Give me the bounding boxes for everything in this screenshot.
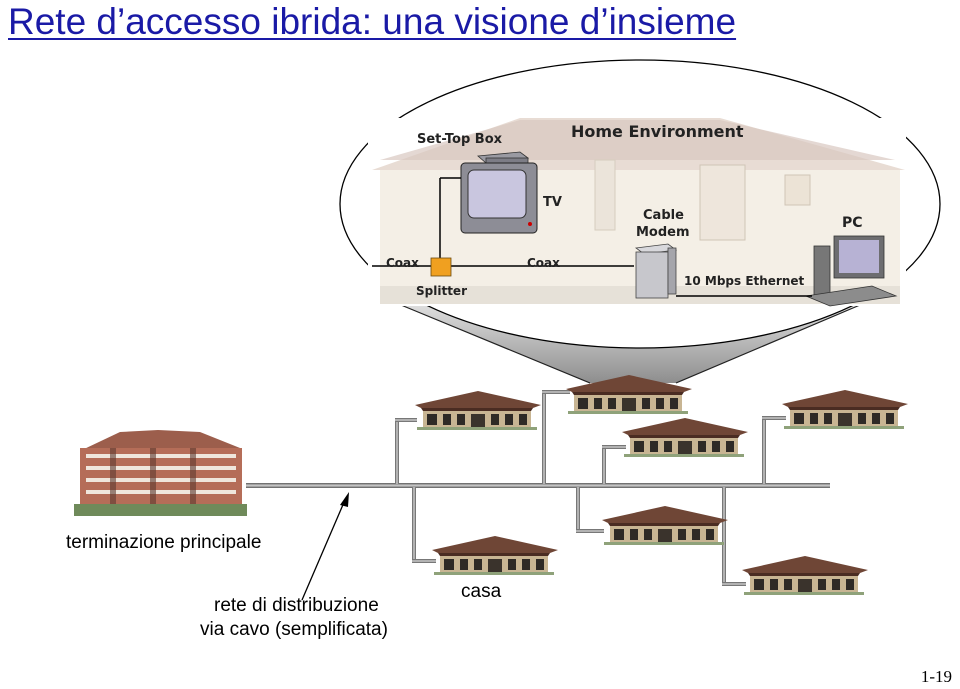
house-icon: [742, 556, 868, 595]
headend-building-icon: [74, 428, 247, 516]
tv-icon: [460, 162, 538, 234]
house-icon: [602, 506, 728, 545]
ethernet-label: 10 Mbps Ethernet: [684, 274, 805, 288]
house-icon: [622, 418, 748, 457]
home-label: casa: [461, 581, 502, 602]
home-environment-bubble: [339, 59, 941, 349]
tv-label: TV: [543, 195, 562, 210]
cable-modem-icon: [634, 243, 678, 299]
coax-right-label: Coax: [527, 256, 560, 270]
headend-label: terminazione principale: [66, 532, 262, 553]
home-environment-heading: Home Environment: [571, 122, 744, 141]
cable-modem-label-line1: Cable: [643, 208, 684, 223]
house-icon: [432, 536, 558, 575]
house-icon: [782, 390, 908, 429]
splitter-label: Splitter: [416, 284, 467, 298]
coax-left-label: Coax: [386, 256, 419, 270]
pc-label: PC: [842, 215, 863, 231]
slide-title: Rete d’accesso ibrida: una visione d’ins…: [8, 1, 737, 42]
house-icon: [415, 391, 541, 430]
network-pointer-arrow: [301, 492, 349, 601]
network-label-line1: rete di distribuzione: [214, 595, 379, 616]
pc-icon: [804, 235, 898, 307]
splitter-icon: [430, 257, 452, 277]
set-top-box-label: Set-Top Box: [417, 132, 503, 147]
home-wiring: [372, 177, 812, 297]
cable-modem-label-line2: Modem: [636, 225, 690, 240]
distribution-network: [246, 390, 830, 586]
network-label-line2: via cavo (semplificata): [200, 619, 388, 640]
page-number: 1-19: [920, 667, 952, 686]
